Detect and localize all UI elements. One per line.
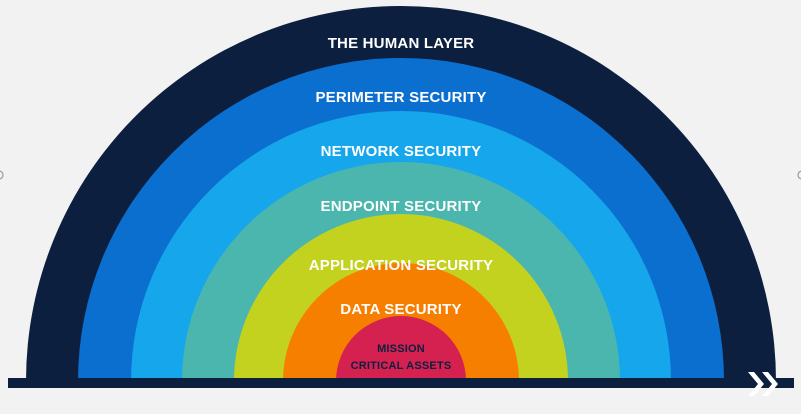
core-arc-mission-critical bbox=[336, 316, 466, 381]
right-marker-icon bbox=[797, 170, 801, 180]
label-endpoint-security: ENDPOINT SECURITY bbox=[321, 198, 482, 215]
baseline-bar bbox=[8, 378, 794, 388]
layer-labels: THE HUMAN LAYER PERIMETER SECURITY NETWO… bbox=[309, 35, 494, 372]
layer-arcs bbox=[26, 6, 776, 381]
label-critical-assets: CRITICAL ASSETS bbox=[351, 360, 452, 372]
logo-double-chevron-right-icon bbox=[748, 372, 778, 396]
label-network-security: NETWORK SECURITY bbox=[321, 143, 482, 160]
label-perimeter-security: PERIMETER SECURITY bbox=[315, 89, 486, 106]
label-mission: MISSION bbox=[377, 343, 425, 355]
left-marker-icon bbox=[0, 170, 4, 180]
label-human-layer: THE HUMAN LAYER bbox=[328, 35, 475, 52]
label-data-security: DATA SECURITY bbox=[340, 301, 462, 318]
label-application-security: APPLICATION SECURITY bbox=[309, 257, 494, 274]
